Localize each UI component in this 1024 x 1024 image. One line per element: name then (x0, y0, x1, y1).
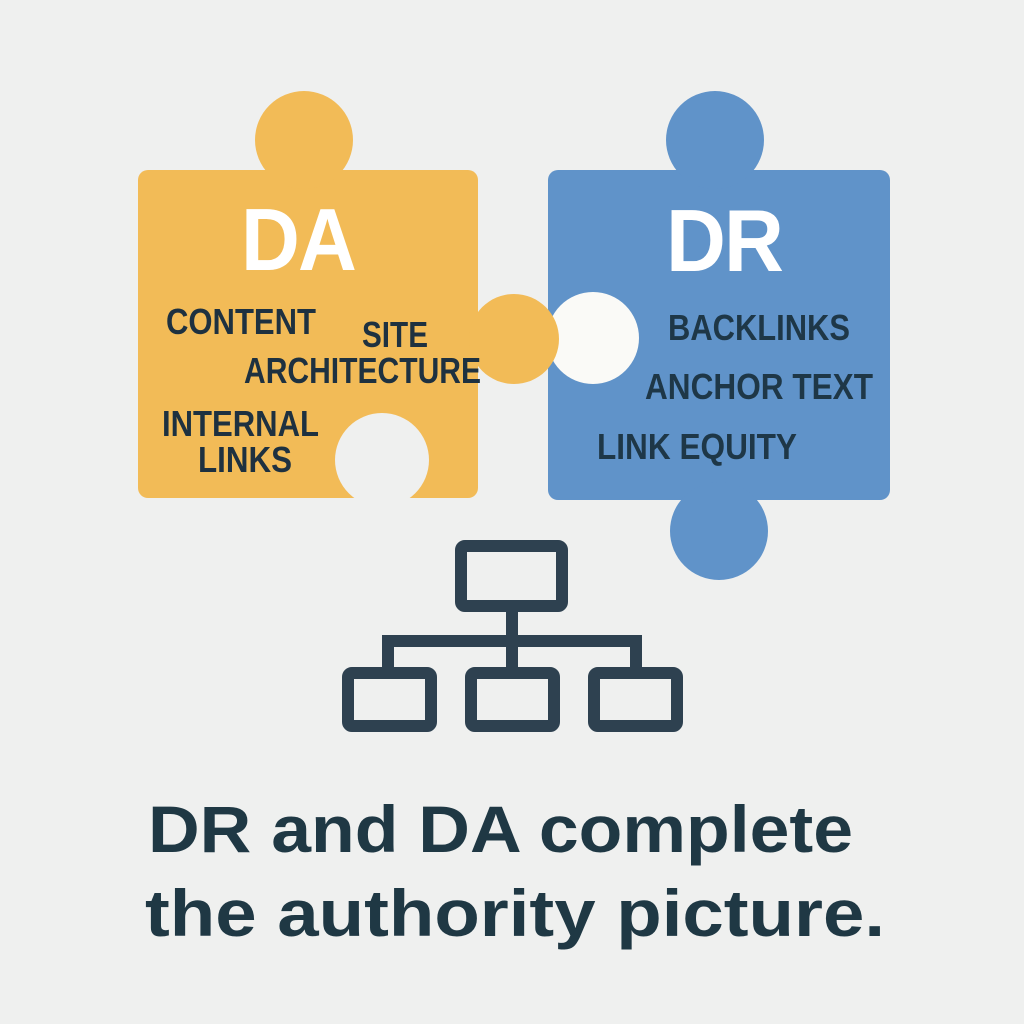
caption-line-2: the authority picture. (145, 876, 885, 950)
caption-line-1: DR and DA complete (148, 792, 853, 866)
da-item-architecture: ARCHITECTURE (244, 350, 481, 391)
da-item-content: CONTENT (166, 301, 316, 342)
sitemap-parent-node (455, 540, 568, 612)
da-bottom-notch (335, 413, 429, 507)
dr-item-labels: BACKLINKS ANCHOR TEXT LINK EQUITY (597, 307, 873, 467)
sitemap-child-node-right (588, 667, 683, 732)
dr-item-backlinks: BACKLINKS (668, 307, 850, 348)
caption: DR and DA complete the authority picture… (145, 792, 885, 950)
dr-item-link-equity: LINK EQUITY (597, 426, 797, 467)
da-item-internal: INTERNAL (162, 403, 319, 444)
dr-heading: DR (666, 191, 782, 290)
dr-item-anchor-text: ANCHOR TEXT (645, 366, 873, 407)
dr-puzzle-piece (548, 91, 890, 580)
da-top-knob (255, 91, 353, 189)
sitemap-child-node-middle (465, 667, 560, 732)
dr-bottom-knob (670, 482, 768, 580)
sitemap-connectors (382, 606, 642, 667)
site-hierarchy-icon (342, 540, 683, 732)
da-heading: DA (241, 190, 355, 289)
dr-piece-body (548, 170, 890, 500)
da-item-site: SITE (362, 314, 428, 355)
dr-left-notch (547, 292, 639, 384)
da-item-labels: CONTENT SITE ARCHITECTURE INTERNAL LINKS (162, 301, 481, 480)
sitemap-child-node-left (342, 667, 437, 732)
dr-top-knob (666, 91, 764, 189)
da-right-knob (469, 294, 559, 384)
da-item-links: LINKS (198, 439, 292, 480)
